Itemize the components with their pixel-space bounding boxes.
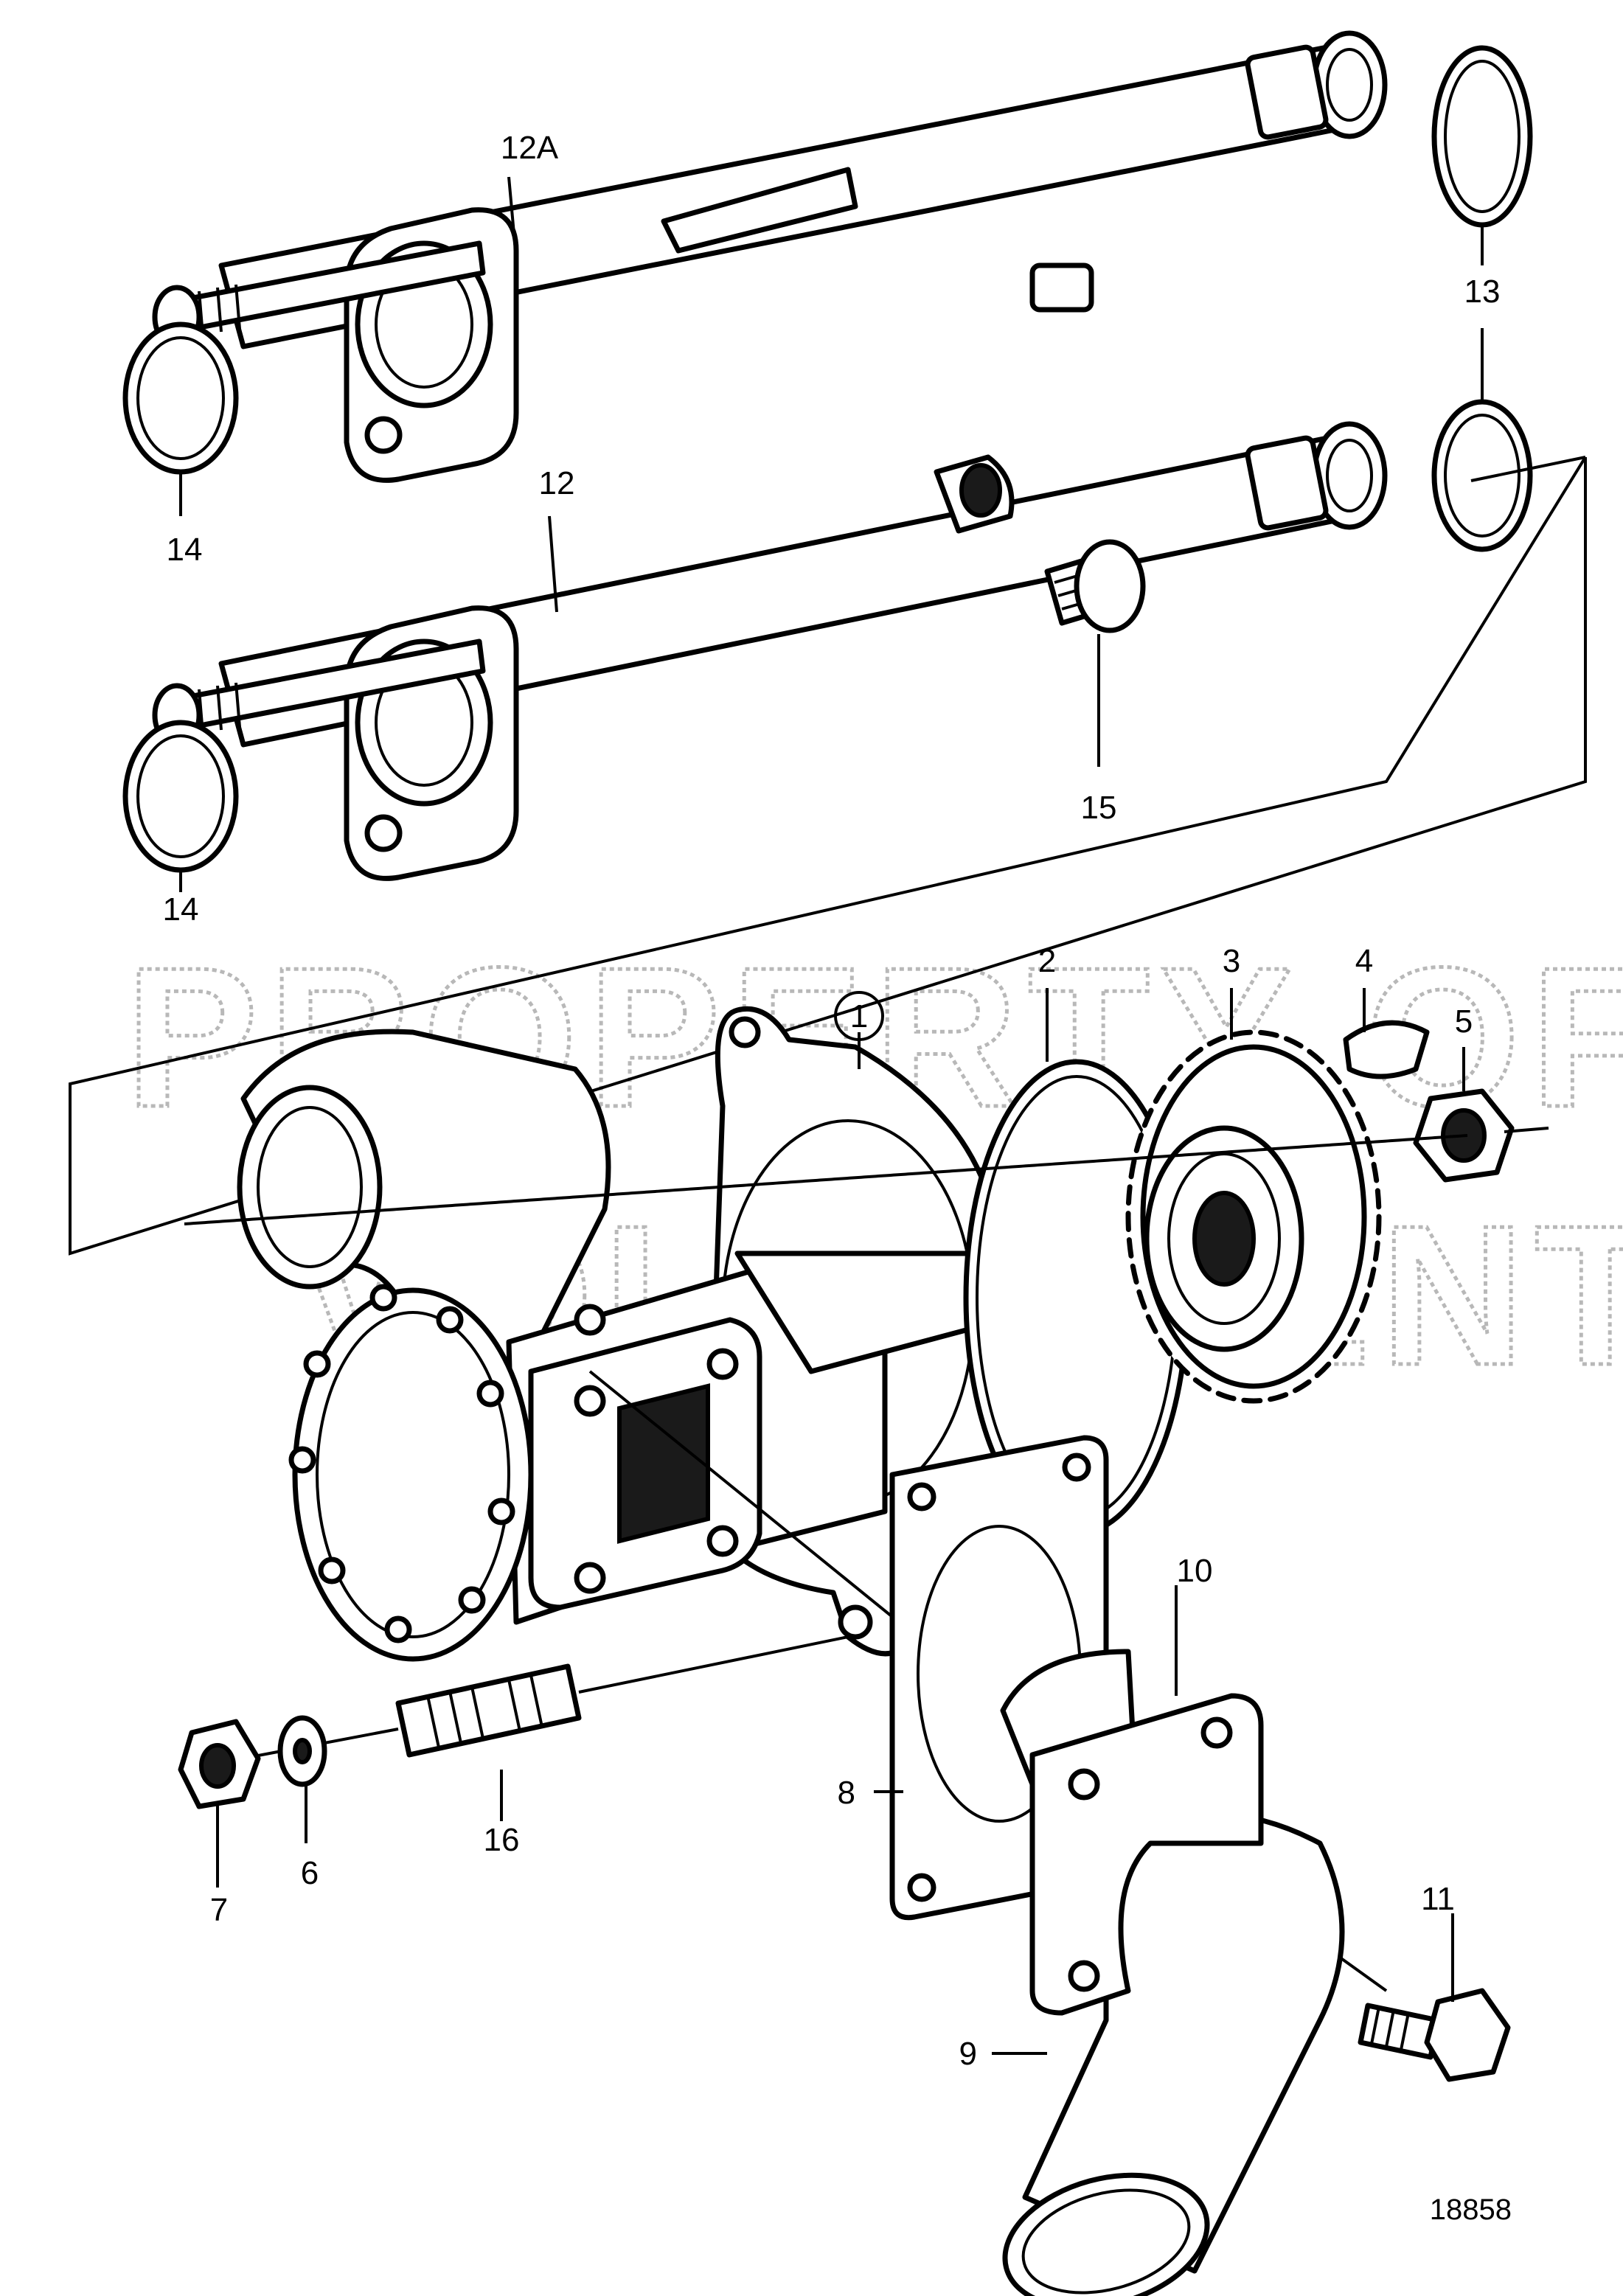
leader-lines	[179, 176, 1484, 2055]
o-ring-13-lower	[1431, 399, 1533, 552]
nut-7	[178, 1719, 261, 1809]
callout-11: 11	[1421, 1881, 1455, 1917]
o-ring-13-lower-inner	[1444, 414, 1521, 538]
flange-10	[1029, 1693, 1264, 2016]
stud-axis	[578, 1635, 849, 1694]
callout-8: 8	[838, 1775, 855, 1811]
plug-15	[1044, 539, 1146, 633]
callout-2: 2	[1038, 943, 1056, 979]
o-ring-14-upper	[122, 321, 239, 475]
o-ring-13-upper-inner	[1444, 60, 1521, 213]
callout-12a: 12A	[501, 130, 559, 166]
callout-9: 9	[959, 2036, 977, 2072]
callout-6: 6	[301, 1855, 319, 1891]
o-ring-14-lower	[122, 720, 239, 873]
callout-16: 16	[484, 1822, 520, 1858]
washer-6-hole	[293, 1738, 312, 1764]
stud-16	[395, 1663, 582, 1758]
callout-5: 5	[1455, 1003, 1473, 1040]
callout-12: 12	[539, 465, 575, 501]
shaft-axis	[184, 1134, 1468, 1225]
pipe-12a	[152, 30, 1388, 483]
callout-14-upper: 14	[167, 532, 203, 568]
o-ring-14-upper-inner	[136, 336, 225, 460]
bolt-11	[1358, 1988, 1511, 2082]
callout-10: 10	[1177, 1553, 1213, 1589]
callout-7: 7	[210, 1892, 228, 1928]
pipe-12	[152, 421, 1388, 881]
callout-1-circle	[834, 991, 884, 1041]
callout-1: 1	[850, 998, 868, 1034]
o-ring-13-axis	[1470, 456, 1586, 482]
callout-14-lower: 14	[163, 891, 199, 928]
assembly-frame-line	[69, 456, 1587, 1256]
callout-13: 13	[1464, 274, 1501, 310]
key-4	[1343, 1020, 1430, 1079]
shaft-axis-end	[1504, 1127, 1549, 1133]
callout-3: 3	[1223, 943, 1240, 979]
callout-4: 4	[1355, 943, 1373, 979]
o-ring-14-lower-inner	[136, 734, 225, 858]
figure-number: 18858	[1430, 2194, 1512, 2226]
gear-3	[1125, 1029, 1382, 1404]
o-ring-13-upper	[1431, 45, 1533, 228]
callout-15: 15	[1081, 790, 1117, 826]
